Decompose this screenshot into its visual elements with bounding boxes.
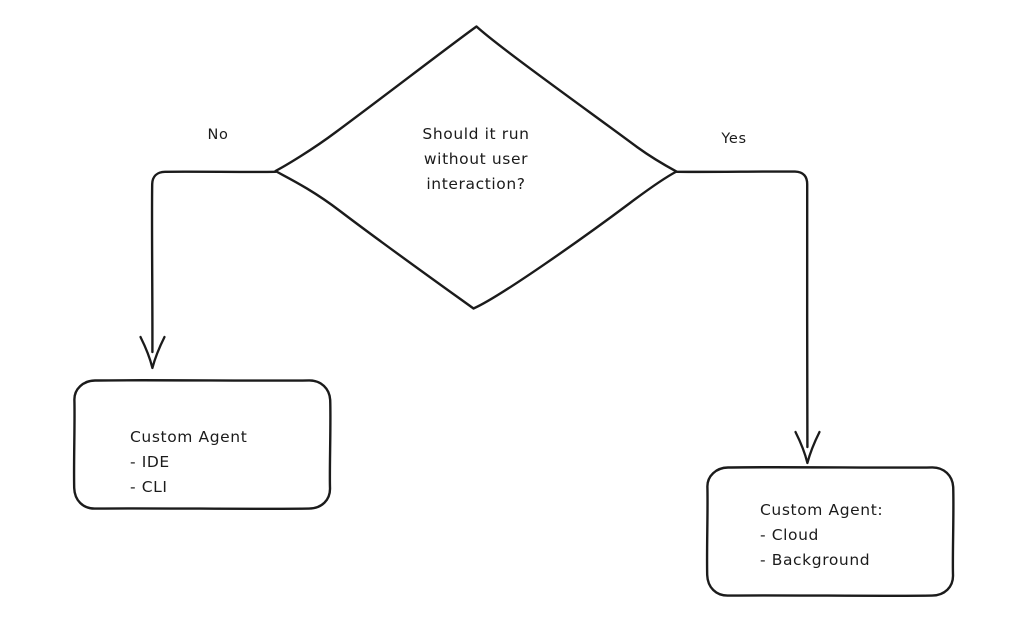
left-outcome-box-shape[interactable] — [72, 379, 332, 511]
edge-yes-line[interactable] — [675, 170, 809, 449]
edge-yes-arrowhead — [794, 430, 821, 465]
edge-label-no: No — [207, 127, 229, 143]
right-outcome-box-shape[interactable] — [705, 466, 955, 598]
edge-label-yes: Yes — [721, 131, 747, 147]
decision-diamond-shape[interactable] — [274, 25, 678, 310]
edge-no-arrowhead — [139, 335, 166, 370]
edge-no-line[interactable] — [150, 170, 277, 354]
